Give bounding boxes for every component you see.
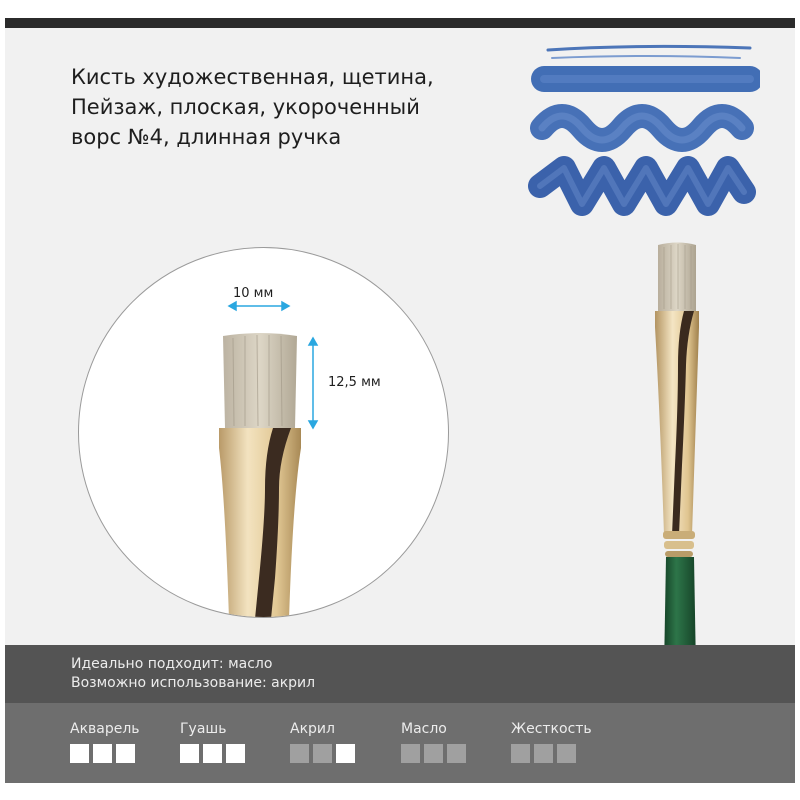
title-line: Кисть художественная, щетина, [71, 65, 434, 89]
paint-strokes-illustration [528, 44, 760, 216]
bristle-lines [232, 334, 283, 427]
scale-item-oil: Масло [401, 720, 466, 763]
scale-square [424, 744, 443, 763]
brush-bristles [658, 242, 696, 311]
wave-stroke [530, 104, 754, 152]
scale-square [401, 744, 420, 763]
scale-label: Акрил [290, 721, 335, 737]
scale-square [557, 744, 576, 763]
scale-square [511, 744, 530, 763]
zigzag-stroke [528, 156, 756, 216]
scale-square [226, 744, 245, 763]
scale-square [116, 744, 135, 763]
ferrule [219, 428, 301, 617]
zoom-circle: 10 мм 12,5 мм [78, 247, 449, 618]
scale-square [290, 744, 309, 763]
suitability-scale: Акварель Гуашь Акрил Масло Жесткость [5, 703, 795, 783]
scale-item-gouache: Гуашь [180, 720, 245, 763]
height-dimension-label: 12,5 мм [328, 375, 381, 390]
scale-square [93, 744, 112, 763]
brush-ferrule-stripe [672, 311, 694, 535]
possible-use-text: Возможно использование: акрил [71, 675, 316, 691]
crimp-ring [663, 531, 695, 539]
thin-stroke [551, 55, 741, 59]
usage-info-band: Идеально подходит: масло Возможно исполь… [5, 645, 795, 703]
scale-label: Масло [401, 721, 447, 737]
height-arrow [307, 336, 319, 430]
scale-label: Акварель [70, 721, 140, 737]
scale-squares [511, 744, 592, 763]
wave-stroke [538, 112, 746, 144]
scale-square [203, 744, 222, 763]
crimp-ring [665, 551, 693, 557]
brush-bristle-lines [663, 244, 692, 309]
top-bar [5, 18, 795, 28]
title-line: ворс №4, длинная ручка [71, 125, 342, 149]
title-line: Пейзаж, плоская, укороченный [71, 95, 420, 119]
scale-square [180, 744, 199, 763]
scale-squares [70, 744, 140, 763]
scale-label: Жесткость [511, 721, 592, 737]
width-dimension-label: 10 мм [233, 286, 274, 301]
scale-square [447, 744, 466, 763]
crimp-ring [664, 541, 694, 549]
scale-item-acrylic: Акрил [290, 720, 355, 763]
scale-square [336, 744, 355, 763]
ideal-use-text: Идеально подходит: масло [71, 656, 273, 672]
scale-squares [290, 744, 355, 763]
scale-square [70, 744, 89, 763]
product-title: Кисть художественная, щетина, Пейзаж, пл… [71, 62, 501, 152]
brush-closeup [219, 300, 319, 617]
brush-illustration [655, 242, 699, 783]
scale-item-watercolor: Акварель [70, 720, 140, 763]
bristles [223, 333, 297, 428]
scale-squares [401, 744, 466, 763]
thin-stroke [546, 44, 752, 52]
scale-squares [180, 744, 245, 763]
scale-square [534, 744, 553, 763]
scale-label: Гуашь [180, 721, 227, 737]
zigzag-stroke [537, 165, 747, 207]
ferrule-stripe [255, 428, 291, 617]
scale-square [313, 744, 332, 763]
scale-item-stiffness: Жесткость [511, 720, 592, 763]
width-arrow [227, 300, 291, 312]
